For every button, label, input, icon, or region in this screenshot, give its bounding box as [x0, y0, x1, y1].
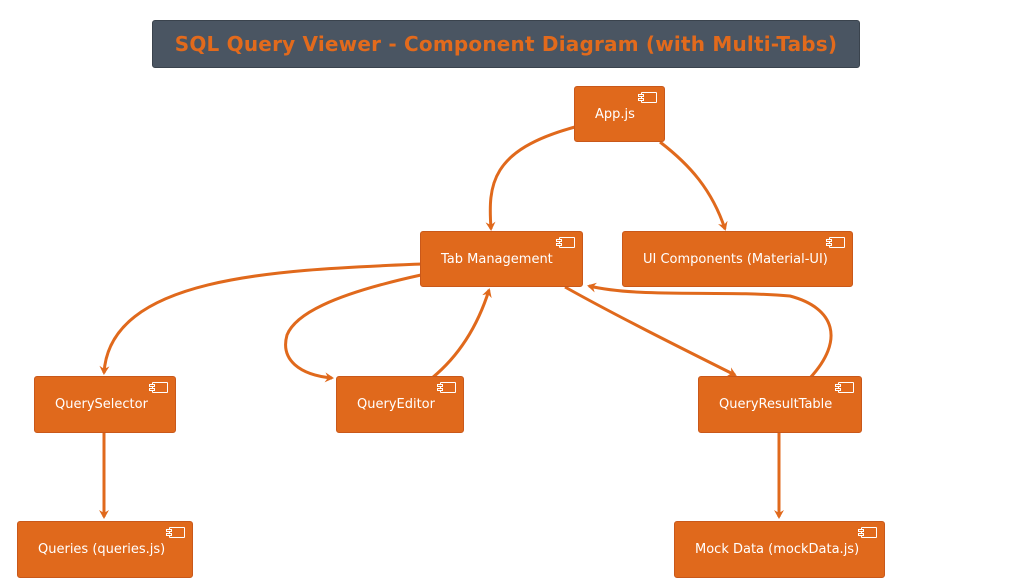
- node-queries[interactable]: Queries (queries.js): [17, 521, 193, 578]
- node-query-selector[interactable]: QuerySelector: [34, 376, 176, 433]
- node-mock-data[interactable]: Mock Data (mockData.js): [674, 521, 885, 578]
- component-icon: [556, 237, 575, 248]
- edge-tab-management-to-query-result-table: [564, 285, 737, 377]
- edge-tab-management-to-query-editor: [284, 273, 422, 383]
- node-tab-management[interactable]: Tab Management: [420, 231, 583, 287]
- edge-app-to-ui-components: [659, 140, 728, 231]
- edge-tab-management-to-query-selector: [99, 262, 422, 375]
- node-ui-components[interactable]: UI Components (Material-UI): [622, 231, 853, 287]
- edge-query-editor-to-tab-management: [431, 288, 492, 380]
- node-label: Queries (queries.js): [38, 542, 166, 557]
- component-icon: [835, 382, 854, 393]
- node-label: QuerySelector: [55, 397, 148, 412]
- node-label: Tab Management: [441, 251, 553, 267]
- node-label: App.js: [595, 106, 635, 122]
- node-label: Mock Data (mockData.js): [695, 542, 860, 557]
- edge-query-result-table-to-tab-management: [587, 282, 833, 380]
- node-query-result-table[interactable]: QueryResultTable: [698, 376, 862, 433]
- component-icon: [437, 382, 456, 393]
- diagram-title: SQL Query Viewer - Component Diagram (wi…: [152, 20, 860, 68]
- edge-app-to-tab-management: [485, 125, 576, 231]
- component-icon: [638, 92, 657, 103]
- node-app-js[interactable]: App.js: [574, 86, 665, 142]
- component-icon: [826, 237, 845, 248]
- component-icon: [166, 527, 185, 538]
- node-query-editor[interactable]: QueryEditor: [336, 376, 464, 433]
- node-label: QueryResultTable: [719, 397, 833, 412]
- node-label: UI Components (Material-UI): [643, 251, 828, 267]
- node-label: QueryEditor: [357, 397, 435, 412]
- component-icon: [858, 527, 877, 538]
- component-icon: [149, 382, 168, 393]
